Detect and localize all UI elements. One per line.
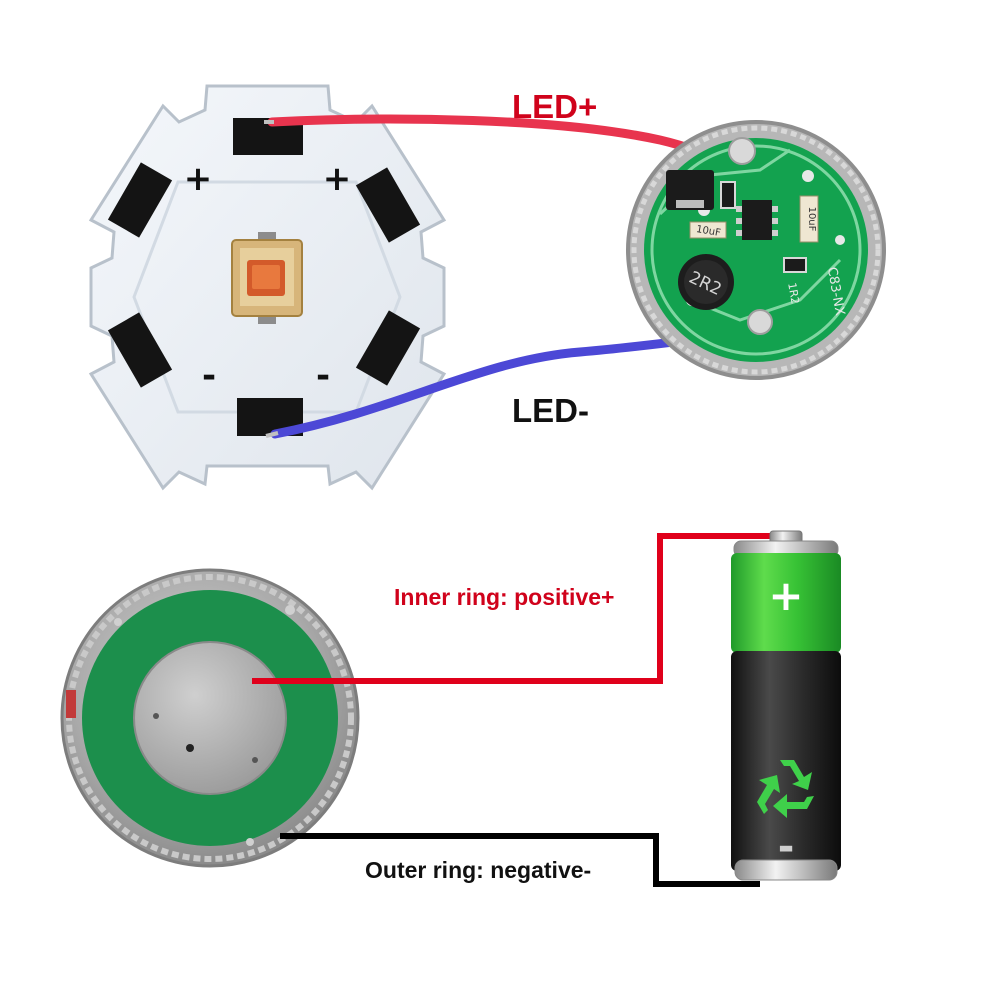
driver-board-bottom	[62, 570, 358, 866]
driver-sense-resistor	[784, 258, 806, 272]
outer-ring-label: Outer ring: negative-	[365, 857, 591, 884]
led-positive-label: LED+	[512, 88, 597, 126]
led-minus-mark-right: -	[316, 356, 330, 396]
led-plus-mark-left: +	[184, 159, 213, 199]
driver-solder-pad-negative	[748, 310, 772, 334]
led-negative-label: LED-	[512, 392, 589, 430]
led-chip	[232, 232, 302, 324]
led-plus-mark-right: +	[323, 159, 352, 199]
battery: + -	[731, 531, 841, 880]
driver-board-top: 10uF 10uF 1R2 C83-NX 2R2	[628, 122, 884, 378]
inner-ring-label: Inner ring: positive+	[394, 584, 614, 611]
battery-minus-symbol: -	[778, 824, 795, 870]
driver-inductor: 2R2	[678, 254, 734, 310]
driver-ic	[742, 200, 772, 240]
battery-plus-symbol: +	[768, 571, 803, 620]
driver-solder-pad-positive	[729, 138, 755, 164]
led-minus-mark-left: -	[202, 356, 216, 396]
led-star-board: + + - -	[91, 86, 444, 488]
driver-resistor	[721, 182, 735, 208]
driver-capacitor-b-label: 10uF	[806, 207, 817, 232]
